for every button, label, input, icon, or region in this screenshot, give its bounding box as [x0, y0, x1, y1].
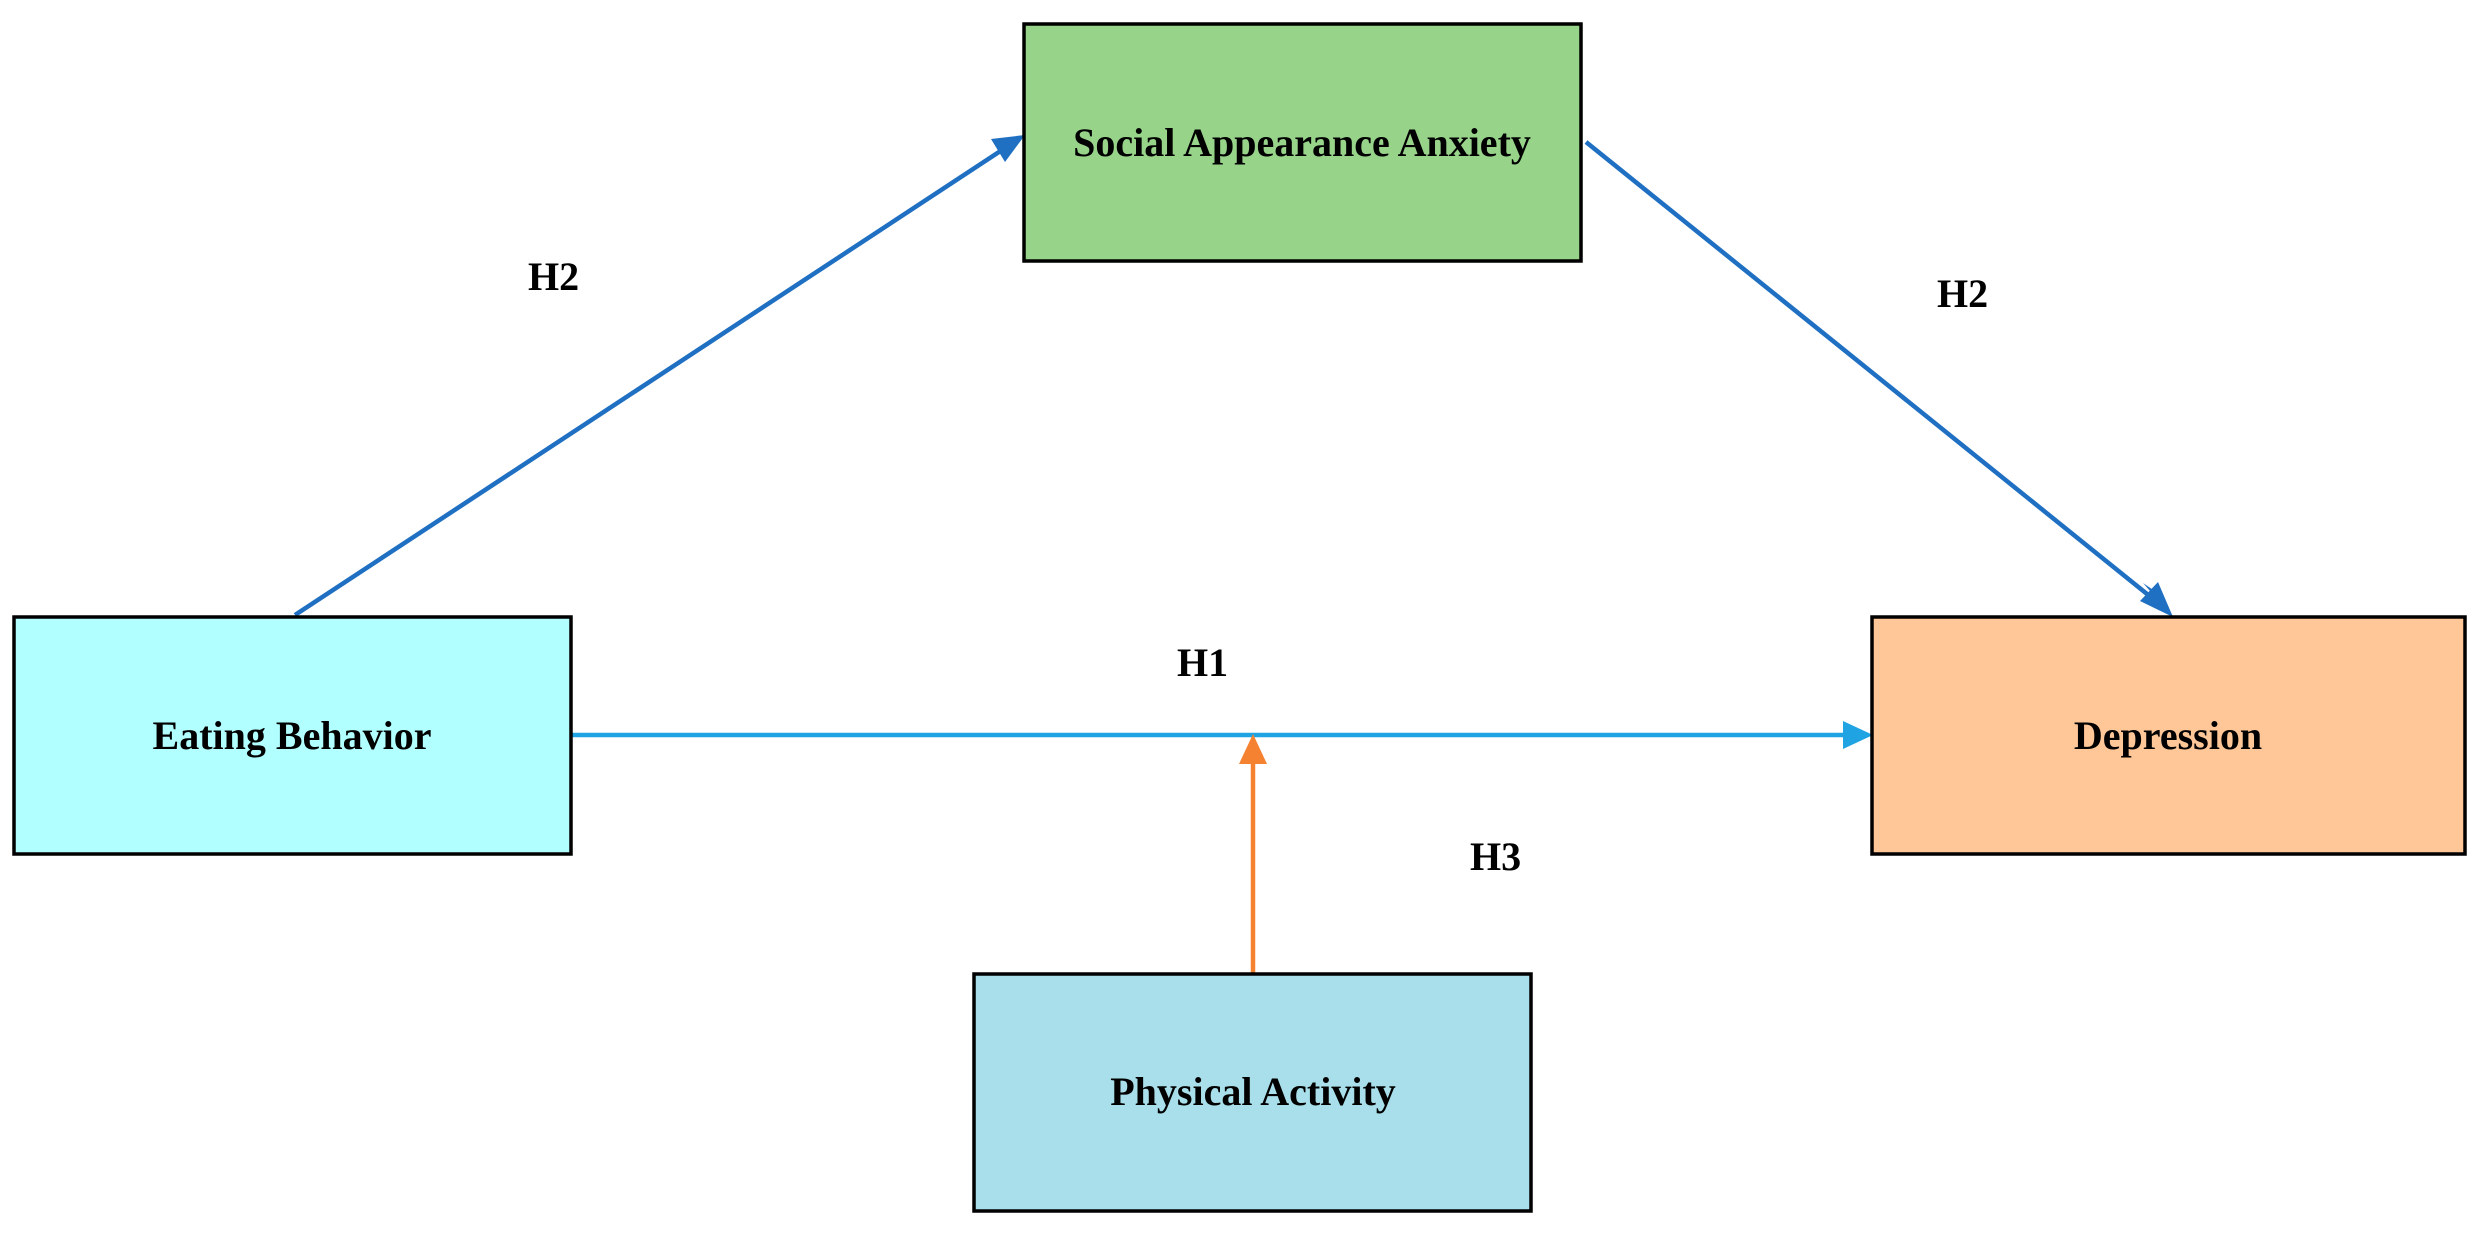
- edge-anxiety-to-depression: [1584, 140, 2173, 617]
- node-label-depression: Depression: [2074, 713, 2262, 758]
- edge-line-eating-to-anxiety: [293, 148, 1004, 617]
- edge-label-activity-moderation: H3: [1470, 834, 1521, 879]
- node-label-social-appearance-anxiety: Social Appearance Anxiety: [1073, 120, 1531, 165]
- arrowhead-anxiety-to-depression-tip: [2140, 582, 2173, 617]
- edge-label-anxiety-to-depression: H2: [1937, 271, 1988, 316]
- node-social-appearance-anxiety: Social Appearance Anxiety: [1022, 22, 1583, 263]
- node-depression: Depression: [1870, 615, 2467, 856]
- arrowhead-eating-to-depression: [1843, 721, 1873, 749]
- node-label-eating-behavior: Eating Behavior: [153, 713, 432, 758]
- edge-eating-to-depression: [570, 721, 1873, 749]
- node-physical-activity: Physical Activity: [972, 972, 1533, 1213]
- node-box-social-appearance-anxiety: [1022, 22, 1583, 263]
- arrowhead-eating-to-anxiety: [991, 135, 1025, 162]
- node-box-physical-activity: [972, 972, 1533, 1213]
- node-box-eating-behavior: [12, 615, 573, 856]
- edge-eating-to-anxiety: [293, 135, 1025, 617]
- node-label-physical-activity: Physical Activity: [1110, 1069, 1396, 1114]
- node-eating-behavior: Eating Behavior: [12, 615, 573, 856]
- edge-label-eating-to-depression: H1: [1177, 640, 1228, 685]
- arrowhead-activity-moderation: [1239, 734, 1267, 764]
- edge-activity-moderation: [1239, 734, 1267, 973]
- node-box-depression: [1870, 615, 2467, 856]
- edge-label-eating-to-anxiety: H2: [528, 254, 579, 299]
- edge-line-anxiety-to-depression: [1584, 140, 2154, 600]
